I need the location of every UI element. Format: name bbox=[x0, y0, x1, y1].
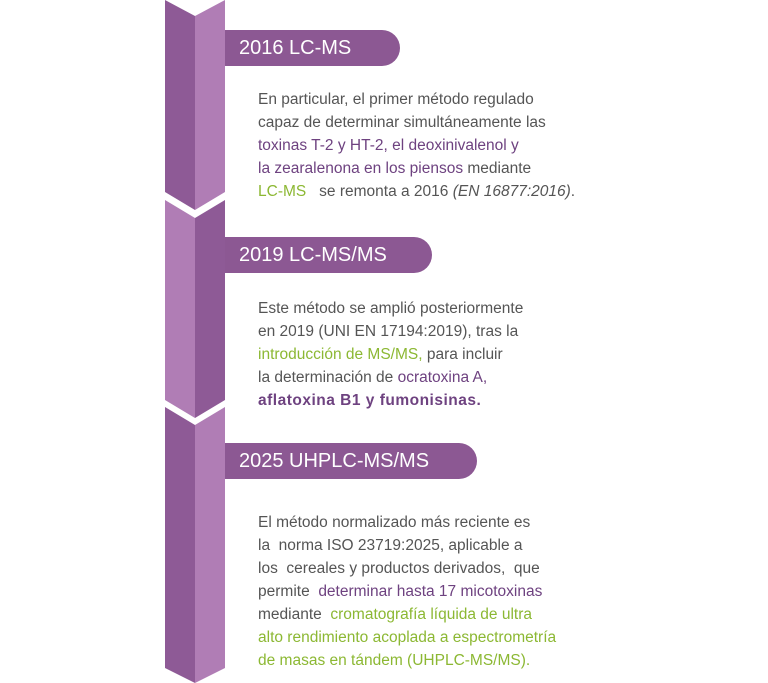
text-segment: introducción de MS/MS, bbox=[258, 346, 423, 363]
paragraph-line: El método normalizado más reciente es bbox=[258, 511, 556, 534]
paragraph-2025: El método normalizado más reciente es la … bbox=[258, 511, 556, 672]
segment-1-right bbox=[195, 0, 225, 210]
text-segment: capaz de determinar simultáneamente las bbox=[258, 114, 546, 131]
segment-2-left bbox=[165, 200, 195, 418]
text-segment: los cereales y productos derivados, que bbox=[258, 560, 540, 577]
timeline-label-2025: 2025 UHPLC-MS/MS bbox=[225, 443, 477, 479]
text-segment: cromatografía líquida de ultra bbox=[330, 606, 533, 623]
text-segment: alto rendimiento acoplada a espectrometr… bbox=[258, 629, 557, 646]
paragraph-line: de masas en tándem (UHPLC-MS/MS). bbox=[258, 649, 556, 672]
text-segment: . bbox=[570, 183, 576, 200]
paragraph-line: la zearalenona en los piensos mediante bbox=[258, 157, 575, 180]
paragraph-line: LC-MS se remonta a 2016 (EN 16877:2016). bbox=[258, 180, 575, 203]
paragraph-line: mediante cromatografía líquida de ultra bbox=[258, 603, 556, 626]
text-segment: Este método se amplió posteriormente bbox=[258, 300, 524, 317]
text-segment: LC-MS bbox=[258, 183, 307, 200]
paragraph-line: toxinas T-2 y HT-2, el deoxinivalenol y bbox=[258, 134, 575, 157]
paragraph-line: permite determinar hasta 17 micotoxinas bbox=[258, 580, 556, 603]
text-segment: mediante bbox=[258, 606, 331, 623]
segment-3-right bbox=[195, 407, 225, 683]
segment-3-left bbox=[165, 407, 195, 683]
text-segment: permite bbox=[258, 583, 319, 600]
text-segment: determinar hasta 17 micotoxinas bbox=[318, 583, 543, 600]
text-segment: en 2019 (UNI EN 17194:2019), tras la bbox=[258, 323, 519, 340]
text-segment: mediante bbox=[463, 160, 532, 177]
paragraph-line: alto rendimiento acoplada a espectrometr… bbox=[258, 626, 556, 649]
timeline-label-2019: 2019 LC-MS/MS bbox=[225, 237, 432, 273]
text-segment: la norma ISO 23719:2025, aplicable a bbox=[258, 537, 523, 554]
text-segment: la zearalenona en los piensos bbox=[258, 160, 464, 177]
text-segment: toxinas T-2 y HT-2, el deoxinivalenol y bbox=[258, 137, 519, 154]
paragraph-line: aflatoxina B1 y fumonisinas. bbox=[258, 389, 523, 412]
text-segment: (EN 16877:2016) bbox=[452, 183, 571, 200]
text-segment: aflatoxina B1 y fumonisinas. bbox=[258, 392, 482, 409]
paragraph-line: Este método se amplió posteriormente bbox=[258, 297, 523, 320]
paragraph-line: la norma ISO 23719:2025, aplicable a bbox=[258, 534, 556, 557]
paragraph-2016: En particular, el primer método regulado… bbox=[258, 88, 575, 203]
text-segment: de masas en tándem (UHPLC-MS/MS). bbox=[258, 652, 531, 669]
text-segment: ocratoxina A, bbox=[397, 369, 488, 386]
paragraph-line: los cereales y productos derivados, que bbox=[258, 557, 556, 580]
text-segment: la determinación de bbox=[258, 369, 398, 386]
text-segment: El método normalizado más reciente es bbox=[258, 514, 531, 531]
segment-2-right bbox=[195, 200, 225, 418]
text-segment: En particular, el primer método regulado bbox=[258, 91, 534, 108]
segment-1-left bbox=[165, 0, 195, 210]
paragraph-line: en 2019 (UNI EN 17194:2019), tras la bbox=[258, 320, 523, 343]
paragraph-line: la determinación de ocratoxina A, bbox=[258, 366, 523, 389]
paragraph-line: En particular, el primer método regulado bbox=[258, 88, 575, 111]
text-segment: se remonta a 2016 bbox=[306, 183, 453, 200]
paragraph-line: introducción de MS/MS, para incluir bbox=[258, 343, 523, 366]
paragraph-2019: Este método se amplió posteriormente en 2… bbox=[258, 297, 523, 412]
text-segment: para incluir bbox=[422, 346, 503, 363]
paragraph-line: capaz de determinar simultáneamente las bbox=[258, 111, 575, 134]
timeline-label-2016: 2016 LC-MS bbox=[225, 30, 400, 66]
